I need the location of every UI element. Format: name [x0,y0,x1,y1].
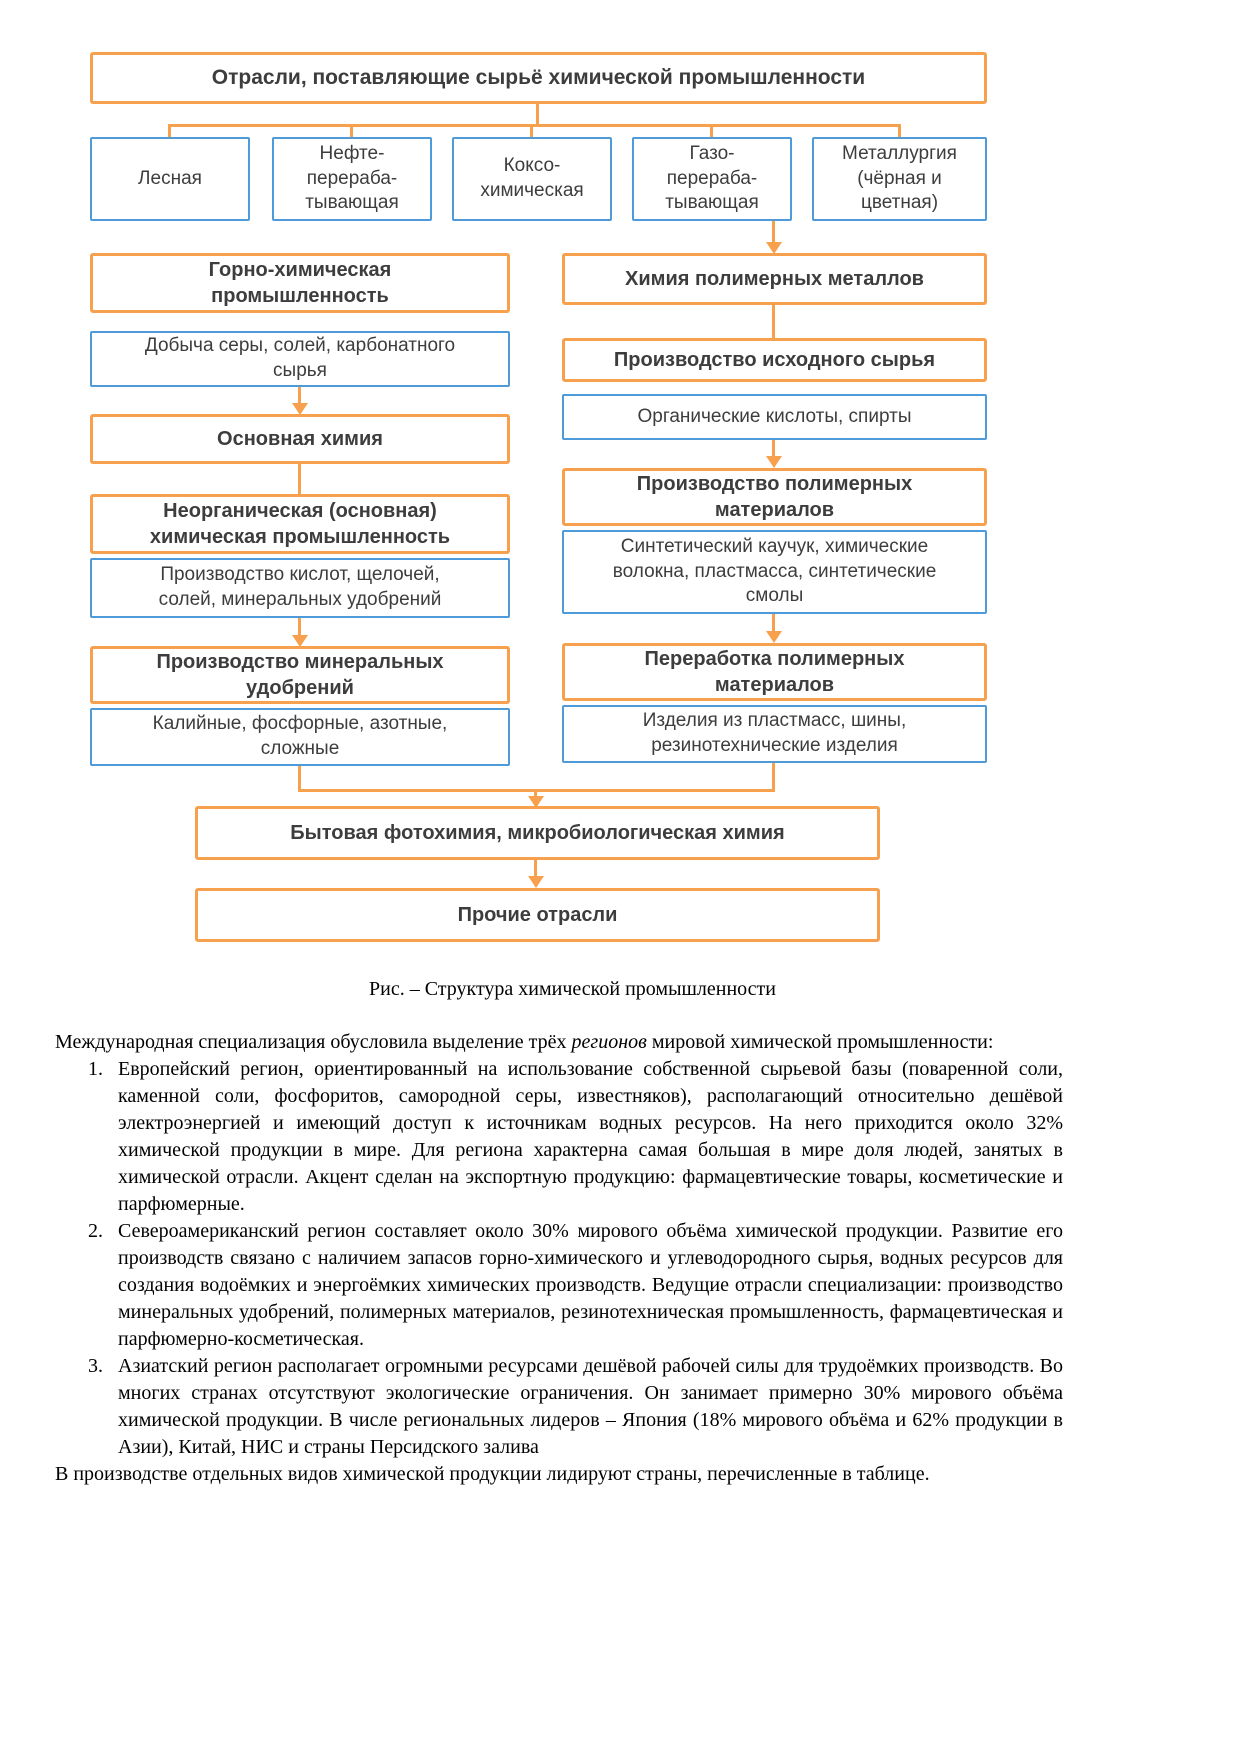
left-node-acids: Производство кислот, щелочей, солей, мин… [90,558,510,618]
supplier-label: Лесная [138,167,202,189]
left-node-fertilizer-production: Производство минеральных удобрений [90,646,510,704]
closing-text: В производстве отдельных видов химическо… [55,1463,930,1485]
connector-line [710,124,713,138]
chemical-industry-diagram: Отрасли, поставляющие сырьё химической п… [90,52,987,942]
node-label: Основная химия [217,428,383,450]
list-item-text: Европейский регион, ориентированный на и… [118,1058,1063,1215]
bottom-node-photochemistry: Бытовая фотохимия, микробиологическая хи… [195,806,880,860]
right-node-polymer-processing: Переработка полимерных материалов [562,643,987,701]
connector-line [772,305,775,338]
supplier-label: Газо- перераба- тывающая [665,142,759,214]
connector-line [298,387,301,404]
connector-line [298,618,301,636]
left-node-fertilizer-types: Калийные, фосфорные, азотные, сложные [90,708,510,766]
right-node-feedstock-production: Производство исходного сырья [562,338,987,382]
node-label: Калийные, фосфорные, азотные, сложные [152,713,448,759]
left-node-inorganic: Неорганическая (основная) химическая про… [90,494,510,554]
node-label: Производство полимерных материалов [636,473,913,521]
flow-arrow-down [292,635,308,647]
node-label: Органические кислоты, спирты [637,405,912,427]
flow-arrow-down [528,876,544,888]
intro-italic-word: регионов [571,1031,647,1053]
diagram-title-label: Отрасли, поставляющие сырьё химической п… [211,66,866,90]
supplier-box-forestry: Лесная [90,137,250,221]
figure-caption: Рис. – Структура химической промышленнос… [0,978,1145,1001]
list-item-number: 2. [88,1220,103,1242]
connector-line [168,124,901,127]
supplier-box-metallurgy: Металлургия (чёрная и цветная) [812,137,987,221]
list-item: 3. Азиатский регион располагает огромным… [55,1353,1063,1461]
bottom-node-other-industries: Прочие отрасли [195,888,880,942]
right-node-polymer-production: Производство полимерных материалов [562,468,987,526]
connector-line [350,124,353,138]
list-item: 1. Европейский регион, ориентированный н… [55,1056,1063,1218]
flow-arrow-down [766,456,782,468]
intro-text: мировой химической промышленности: [646,1031,994,1053]
connector-line [168,124,171,138]
connector-line [536,104,539,125]
supplier-label: Нефте- перераба- тывающая [305,142,399,214]
connector-line [772,221,775,243]
left-node-basic-chemistry: Основная химия [90,414,510,464]
connector-line [534,860,537,877]
figure-caption-text: Рис. – Структура химической промышленнос… [369,978,776,1000]
right-node-polymer-products: Синтетический каучук, химические волокна… [562,530,987,614]
list-item-text: Азиатский регион располагает огромными р… [118,1355,1063,1458]
connector-line [534,789,537,798]
list-item: 2. Североамериканский регион составляет … [55,1218,1063,1353]
node-label: Химия полимерных металлов [625,268,924,290]
connector-line [530,124,533,138]
supplier-box-gas-processing: Газо- перераба- тывающая [632,137,792,221]
left-header-mining-chemical: Горно-химическая промышленность [90,253,510,313]
connector-line [298,464,301,494]
flow-arrow-down [292,403,308,415]
list-item-number: 3. [88,1355,103,1377]
supplier-box-oil-refining: Нефте- перераба- тывающая [272,137,432,221]
node-label: Производство исходного сырья [613,349,936,371]
right-header-polymer-chemistry: Химия полимерных металлов [562,253,987,305]
right-node-organic-acids: Органические кислоты, спирты [562,394,987,440]
node-label: Синтетический каучук, химические волокна… [612,535,937,607]
right-node-processed-goods: Изделия из пластмасс, шины, резинотехнич… [562,705,987,763]
left-node-extraction: Добыча серы, солей, карбонатного сырья [90,331,510,387]
diagram-title-box: Отрасли, поставляющие сырьё химической п… [90,52,987,104]
flow-arrow-down [766,631,782,643]
article-text: Международная специализация обусловила в… [55,1029,1063,1488]
node-label: Прочие отрасли [457,904,618,926]
node-label: Неорганическая (основная) химическая про… [149,500,451,548]
supplier-box-coke-chemical: Коксо- химическая [452,137,612,221]
connector-line [298,766,301,792]
supplier-label: Коксо- химическая [480,155,584,201]
node-label: Изделия из пластмасс, шины, резинотехнич… [642,710,907,756]
intro-text: Международная специализация обусловила в… [55,1031,572,1053]
intro-paragraph: Международная специализация обусловила в… [55,1029,1063,1056]
node-label: Производство кислот, щелочей, солей, мин… [158,564,442,610]
flow-arrow-down [766,242,782,254]
list-item-text: Североамериканский регион составляет око… [118,1220,1063,1350]
flow-arrow-down [528,796,544,808]
node-label: Переработка полимерных материалов [644,648,905,696]
list-item-number: 1. [88,1058,103,1080]
connector-line [898,124,901,138]
node-label: Горно-химическая промышленность [208,259,392,307]
node-label: Бытовая фотохимия, микробиологическая хи… [290,822,785,844]
node-label: Производство минеральных удобрений [156,651,444,699]
node-label: Добыча серы, солей, карбонатного сырья [144,335,456,381]
connector-line [772,614,775,632]
supplier-label: Металлургия (чёрная и цветная) [842,142,957,214]
connector-line [772,440,775,457]
connector-line [772,763,775,792]
closing-paragraph: В производстве отдельных видов химическо… [55,1461,1063,1488]
